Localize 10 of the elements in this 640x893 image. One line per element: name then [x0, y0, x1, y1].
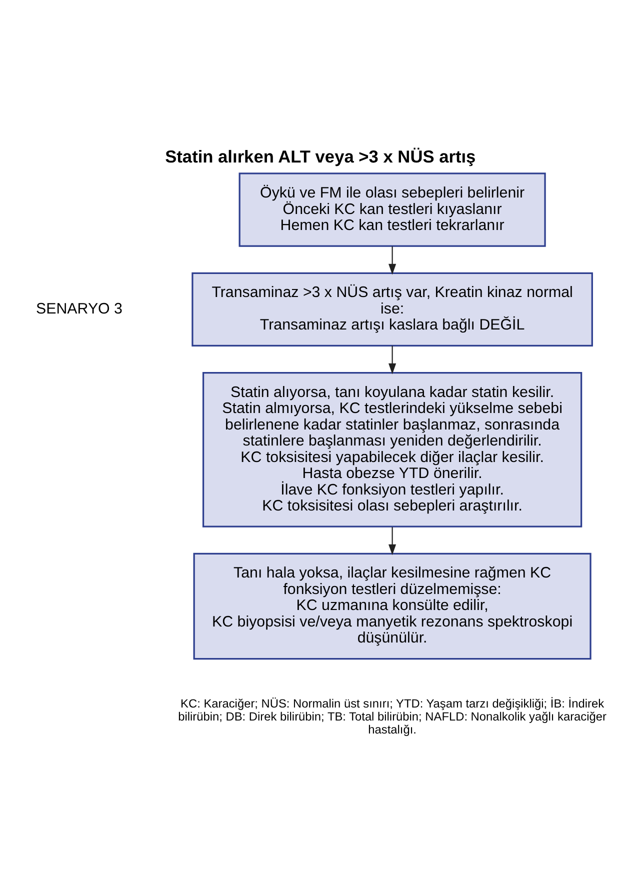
node-box: Transaminaz >3 x NÜS artış var, Kreatin kinaz normal ise: Transaminaz artışı kaslara bağlı DEĞİL: [192, 272, 593, 346]
diagram-title: Statin alırken ALT veya >3 x NÜS artış: [165, 146, 476, 166]
node-box: Öykü ve FM ile olası sebepleri belirlenir Önceki KC kan testleri kıyaslanır Hemen KC kan testleri tekrarlanır: [238, 172, 546, 246]
node-box: Statin alıyorsa, tanı koyulana kadar statin kesilir. Statin almıyorsa, KC testlerindeki yükselme sebebi belirlenene kadar statinler başlanmaz, sonrasında statinlere başlanması yeniden değerlendirilir. KC toksisitesi yapabilecek diğer ilaçlar kesilir. Hasta obezse YTD önerilir. İlave KC fonksiyon testleri yapılır. KC toksisitesi olası sebepleri araştırılır.: [202, 371, 582, 527]
label: SENARYO 3: [36, 300, 123, 317]
node-box: Tanı hala yoksa, ilaçlar kesilmesine rağmen KC fonksiyon testleri düzelmemişse: KC uzmanına konsülte edilir, KC biyopsisi ve/veya manyetik rezonans spektroskopi düşünülür.: [193, 552, 592, 660]
arrow: [388, 345, 396, 374]
arrow: [388, 246, 396, 274]
arrow: [388, 526, 396, 555]
caption: KC: Karaciğer; NÜS: Normalin üst sınırı; YTD: Yaşam tarzı değişikliği; İB: İndirek bilirübin; DB: Direk bilirübin; TB: Total bilirübin; NAFLD: Nonalkolik yağlı karaciğer hastalığı.: [178, 696, 606, 736]
